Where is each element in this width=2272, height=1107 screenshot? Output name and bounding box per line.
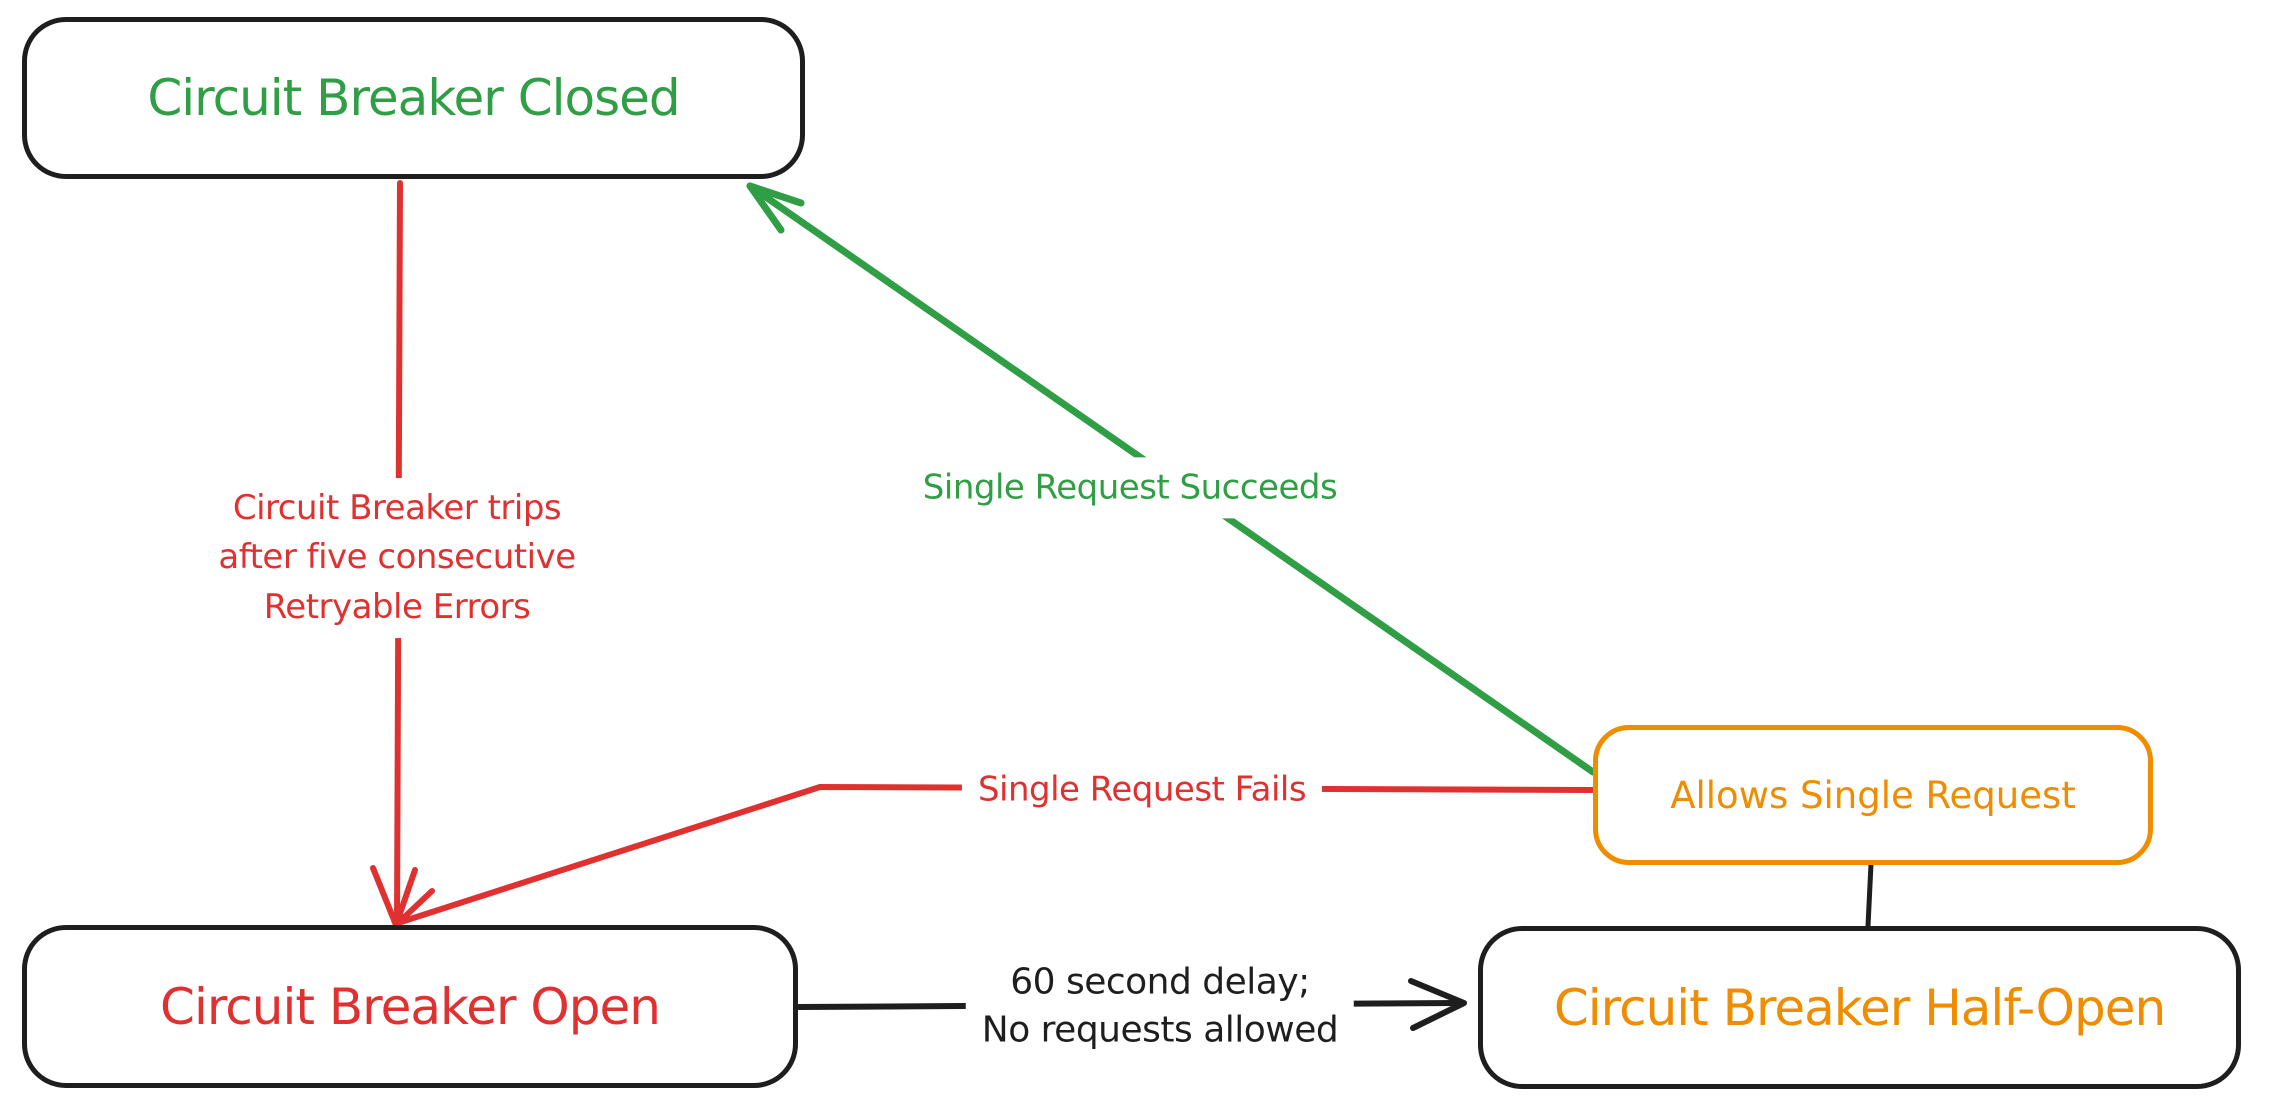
edge-label-delay: 60 second delay; No requests allowed bbox=[965, 952, 1355, 1060]
node-circuit-breaker-half-open-label: Circuit Breaker Half-Open bbox=[1553, 978, 2166, 1037]
succeeds-arrowhead bbox=[746, 182, 805, 234]
node-allows-single-request-label: Allows Single Request bbox=[1670, 773, 2076, 817]
node-circuit-breaker-half-open: Circuit Breaker Half-Open bbox=[1478, 926, 2241, 1089]
edge-half-open-allows-connector bbox=[1865, 861, 1874, 929]
edge-label-single-request-fails: Single Request Fails bbox=[961, 759, 1323, 821]
node-circuit-breaker-open: Circuit Breaker Open bbox=[22, 925, 798, 1088]
node-circuit-breaker-closed-label: Circuit Breaker Closed bbox=[147, 69, 680, 127]
node-circuit-breaker-closed: Circuit Breaker Closed bbox=[22, 17, 805, 179]
node-circuit-breaker-open-label: Circuit Breaker Open bbox=[160, 977, 661, 1036]
edge-label-trip: Circuit Breaker trips after five consecu… bbox=[202, 478, 592, 638]
node-allows-single-request: Allows Single Request bbox=[1593, 725, 2153, 865]
edge-label-single-request-succeeds: Single Request Succeeds bbox=[906, 457, 1354, 519]
edge-single-request-fails-arrow bbox=[398, 784, 1596, 925]
delay-arrowhead bbox=[1408, 978, 1467, 1031]
